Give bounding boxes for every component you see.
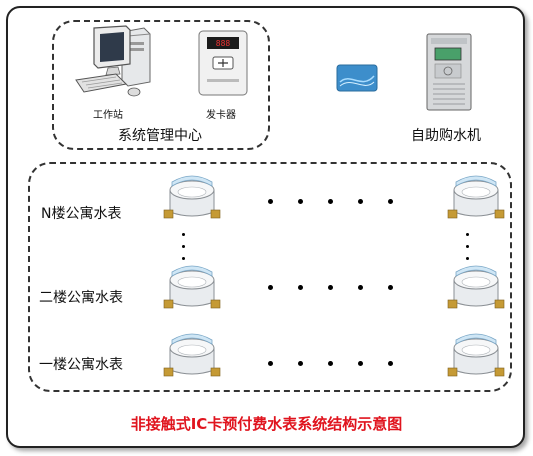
mgmt-center-group — [52, 20, 270, 150]
water-meter-icon — [163, 333, 221, 377]
vertical-ellipsis-dot — [466, 245, 469, 248]
ellipsis-dot — [328, 285, 333, 290]
ellipsis-dot — [388, 361, 393, 366]
water-meter-icon — [447, 333, 505, 377]
svg-text:888: 888 — [216, 39, 231, 48]
floor-n-label: N楼公寓水表 — [41, 206, 122, 222]
computer-icon — [75, 25, 151, 97]
vending-machine-label: 自助购水机 — [411, 128, 481, 144]
vertical-ellipsis-dot — [182, 233, 185, 236]
ellipsis-dot — [358, 285, 363, 290]
ellipsis-dot — [268, 361, 273, 366]
ellipsis-dot — [298, 285, 303, 290]
card-issuer-label: 发卡器 — [206, 110, 236, 121]
vertical-ellipsis-dot — [182, 257, 185, 260]
ellipsis-dot — [388, 285, 393, 290]
floor-1-label: 一楼公寓水表 — [39, 357, 123, 373]
ellipsis-dot — [358, 199, 363, 204]
ellipsis-dot — [388, 199, 393, 204]
water-meter-icon — [447, 175, 505, 219]
water-meter-icon — [447, 265, 505, 309]
ellipsis-dot — [298, 199, 303, 204]
diagram-caption: 非接触式IC卡预付费水表系统结构示意图 — [130, 415, 403, 433]
ellipsis-dot — [298, 361, 303, 366]
ellipsis-dot — [328, 199, 333, 204]
ic-card-icon — [336, 64, 378, 92]
card-reader-icon: 888 — [198, 30, 248, 96]
ellipsis-dot — [358, 361, 363, 366]
workstation-label: 工作站 — [93, 110, 123, 121]
water-meter-icon — [163, 265, 221, 309]
ellipsis-dot — [328, 361, 333, 366]
ellipsis-dot — [268, 285, 273, 290]
vertical-ellipsis-dot — [182, 245, 185, 248]
ellipsis-dot — [268, 199, 273, 204]
vertical-ellipsis-dot — [466, 257, 469, 260]
water-meter-icon — [163, 175, 221, 219]
vertical-ellipsis-dot — [466, 233, 469, 236]
water-vending-machine-icon — [426, 33, 472, 111]
meters-group — [28, 162, 512, 392]
mgmt-center-label: 系统管理中心 — [118, 128, 202, 144]
floor-2-label: 二楼公寓水表 — [39, 290, 123, 306]
